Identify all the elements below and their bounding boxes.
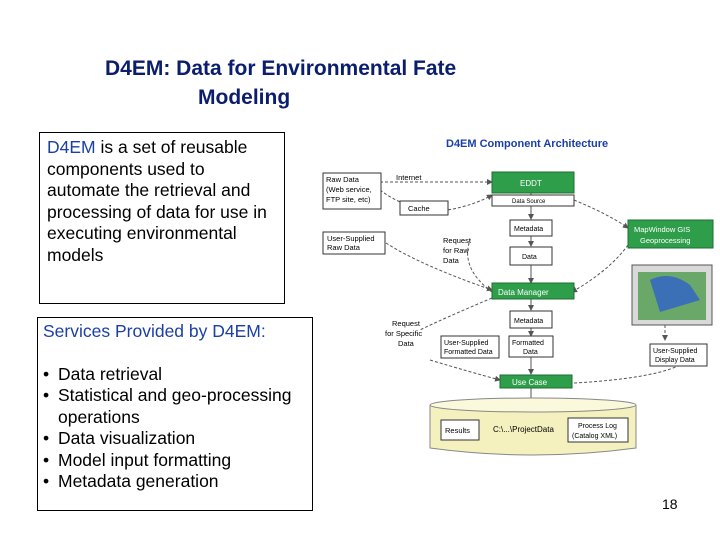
user-formatted-box — [440, 335, 500, 359]
intro-text: is a set of reusable components used to … — [47, 137, 267, 265]
services-list: Data retrieval Statistical and geo-proce… — [43, 364, 312, 493]
eddt-label: EDDT — [520, 179, 542, 188]
process-log-label: Process Log (Catalog XML) — [572, 423, 619, 440]
service-item: Data retrieval — [43, 364, 312, 386]
use-case-box — [499, 374, 573, 389]
services-header: Services Provided by D4EM: — [43, 321, 266, 341]
cache-label: Cache — [408, 204, 430, 213]
service-item: Model input formatting — [43, 450, 312, 472]
data-manager-label: Data Manager — [498, 288, 549, 297]
formatted-data-label: Formatted Data — [512, 340, 546, 356]
internet-label: Internet — [396, 173, 422, 182]
slide-title-line-2: Modeling — [198, 86, 291, 109]
data-box — [509, 246, 553, 266]
project-data-label: C:\...\ProjectData — [493, 425, 554, 434]
service-item: Metadata generation — [43, 471, 312, 493]
metadata-label-2: Metadata — [514, 318, 543, 325]
user-raw-data-box — [322, 231, 386, 255]
request-specific-label: Request for Specific Data — [385, 319, 424, 348]
results-label: Results — [445, 426, 470, 435]
data-source-box — [491, 194, 575, 207]
intro-text-box: D4EM is a set of reusable components use… — [39, 132, 285, 304]
eddt-box — [491, 171, 575, 194]
raw-data-label: Raw Data (Web service, FTP site, etc) — [326, 175, 374, 204]
raw-data-box — [322, 172, 382, 210]
data-box-label: Data — [522, 254, 537, 261]
page-number: 18 — [662, 496, 678, 512]
formatted-data-box — [508, 335, 554, 358]
service-item: Data visualization — [43, 428, 312, 450]
gis-map-region — [650, 276, 700, 312]
services-box: Services Provided by D4EM: Data retrieva… — [37, 317, 313, 511]
intro-accent: D4EM — [47, 137, 96, 157]
user-raw-data-label: User-Supplied Raw Data — [327, 234, 377, 252]
user-display-box — [649, 343, 708, 367]
data-source-label: Data Source — [512, 199, 546, 205]
use-case-label: Use Case — [512, 378, 548, 387]
cylinder-top — [429, 397, 637, 413]
user-display-label: User-Supplied Display Data — [653, 348, 699, 364]
service-item: Statistical and geo-processing operation… — [43, 385, 312, 428]
diagram-title: D4EM Component Architecture — [446, 138, 608, 150]
cache-box — [399, 200, 449, 216]
results-box — [440, 419, 480, 441]
mapwindow-box — [627, 219, 714, 249]
metadata-box-2 — [509, 310, 553, 329]
process-log-box — [567, 417, 629, 443]
mapwindow-label: MapWindow GIS Geoprocessing — [634, 225, 692, 245]
request-raw-label: Request for Raw Data — [443, 236, 473, 265]
user-formatted-label: User-Supplied Formatted Data — [444, 340, 493, 356]
metadata-box-1 — [509, 219, 553, 237]
slide-title-line-1: D4EM: Data for Environmental Fate — [105, 57, 457, 80]
metadata-label-1: Metadata — [514, 226, 543, 233]
data-manager-box — [491, 282, 575, 300]
